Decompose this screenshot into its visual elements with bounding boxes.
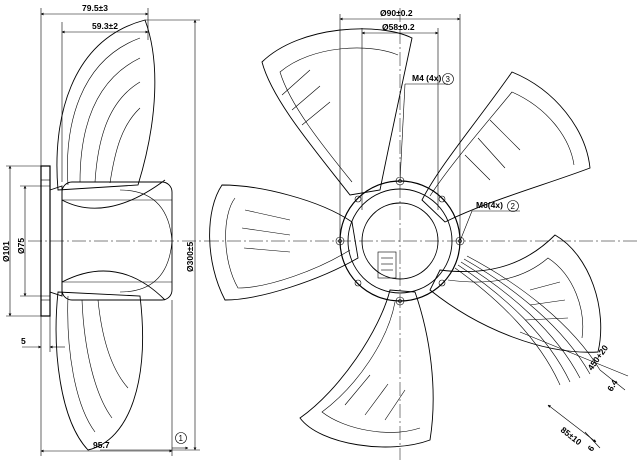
blade-top [261, 28, 413, 196]
front-view: Ø90±0.2 Ø58±0.2 M4 (4x) 3 M6(4x) 2 450+2… [205, 8, 640, 460]
dim-5: 5 [21, 336, 26, 346]
dim-dia-75: Ø75 [16, 238, 26, 254]
dim-dia-300: Ø300±5 [185, 242, 195, 272]
dim-dia-101: Ø101 [1, 241, 11, 262]
dim-overall-depth: 79.5±3 [82, 3, 108, 13]
blade-left [209, 184, 359, 301]
blade-side-lower [55, 291, 143, 451]
callout-2: 2 [511, 202, 516, 211]
blade-lower-right [429, 234, 602, 353]
dim-cable-length: 450+20 [585, 343, 610, 372]
blade-side-upper [56, 19, 156, 191]
blade-upper-right [421, 71, 591, 223]
hub-inner [361, 202, 439, 280]
label-m6: M6(4x) [476, 200, 503, 210]
blade-bottom [299, 289, 434, 448]
callout-1: 1 [179, 434, 184, 443]
callout-3: 3 [446, 75, 451, 84]
label-m4: M4 (4x) [412, 73, 441, 83]
dim-6-4: 6.4 [605, 378, 620, 393]
cable-bundle [454, 255, 601, 386]
dim-85: 85±10 [559, 425, 584, 448]
side-view: 79.5±3 59.3±2 Ø101 Ø75 Ø300±5 5 95.7 [1, 3, 205, 456]
dim-dia-58: Ø58±0.2 [382, 22, 415, 32]
dim-6: 6 [585, 443, 596, 453]
dim-dia-90: Ø90±0.2 [380, 8, 413, 18]
dim-hub-depth: 59.3±2 [92, 21, 118, 31]
rating-plate [377, 251, 397, 279]
dim-bottom-length: 95.7 [93, 440, 110, 450]
